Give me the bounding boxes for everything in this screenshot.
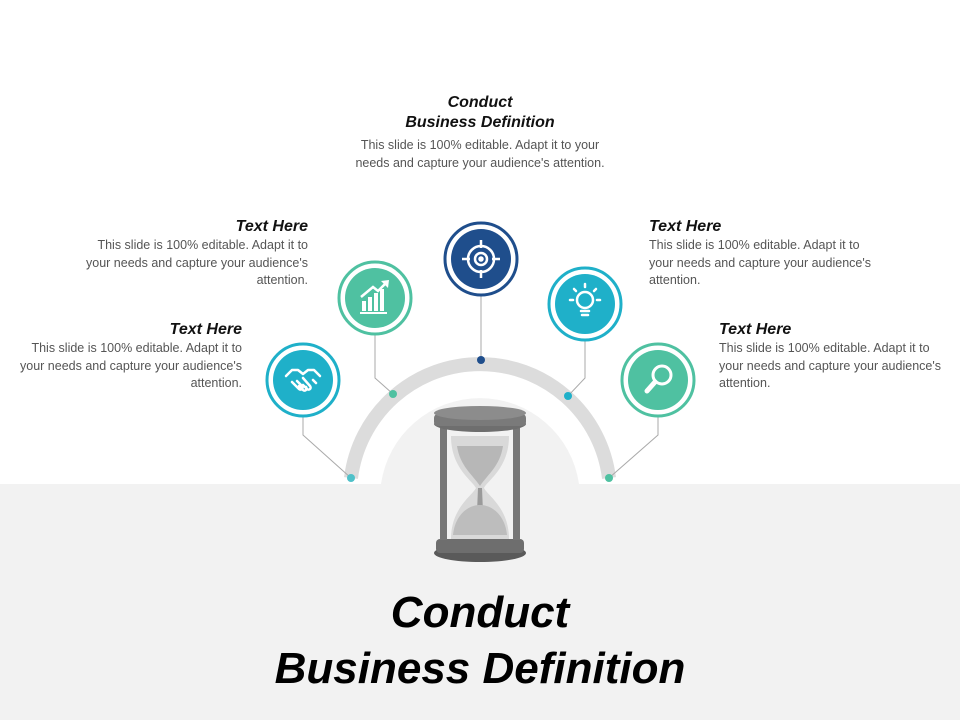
item-magnifier-label: Text Here This slide is 100% editable. A… xyxy=(719,320,944,393)
item-heading: Text Here xyxy=(235,218,308,235)
lightbulb-node xyxy=(547,266,623,342)
page-title-line2: Business Definition xyxy=(274,644,686,693)
arc-dot xyxy=(389,390,397,398)
center-item-description: This slide is 100% editable. Adapt it to… xyxy=(355,138,605,170)
page-title-line1: Conduct xyxy=(390,588,570,637)
item-description: This slide is 100% editable. Adapt it to… xyxy=(649,238,871,287)
center-item-label: Conduct Business Definition This slide i… xyxy=(355,93,605,172)
growth-chart-icon xyxy=(360,280,389,314)
center-item-heading: Conduct Business Definition xyxy=(405,94,555,131)
item-description: This slide is 100% editable. Adapt it to… xyxy=(20,341,242,390)
item-lightbulb-label: Text Here This slide is 100% editable. A… xyxy=(649,217,871,290)
handshake-icon xyxy=(284,368,322,392)
connector-handshake xyxy=(302,415,352,479)
item-heading: Text Here xyxy=(649,218,722,235)
connector-magnifier xyxy=(608,414,659,479)
hourglass-icon xyxy=(434,406,526,562)
item-description: This slide is 100% editable. Adapt it to… xyxy=(86,238,308,287)
item-growth-label: Text Here This slide is 100% editable. A… xyxy=(86,217,308,290)
item-handshake-label: Text Here This slide is 100% editable. A… xyxy=(20,320,242,393)
connector-lightbulb xyxy=(567,340,586,397)
arc-track xyxy=(344,357,616,479)
page-title: Conduct Business Definition xyxy=(0,585,960,697)
arc-dot xyxy=(347,474,355,482)
magnifier-node xyxy=(620,342,696,418)
magnifier-icon xyxy=(644,364,673,394)
handshake-node xyxy=(265,342,341,418)
growth-node xyxy=(337,260,413,336)
item-description: This slide is 100% editable. Adapt it to… xyxy=(719,341,941,390)
arc-dot xyxy=(477,356,485,364)
item-heading: Text Here xyxy=(719,321,792,338)
target-icon xyxy=(462,240,500,278)
target-node xyxy=(443,221,519,297)
lightbulb-gear-icon xyxy=(568,282,602,317)
item-heading: Text Here xyxy=(169,321,242,338)
connector-growth xyxy=(374,333,394,395)
arc-dot xyxy=(564,392,572,400)
arc-dot xyxy=(605,474,613,482)
